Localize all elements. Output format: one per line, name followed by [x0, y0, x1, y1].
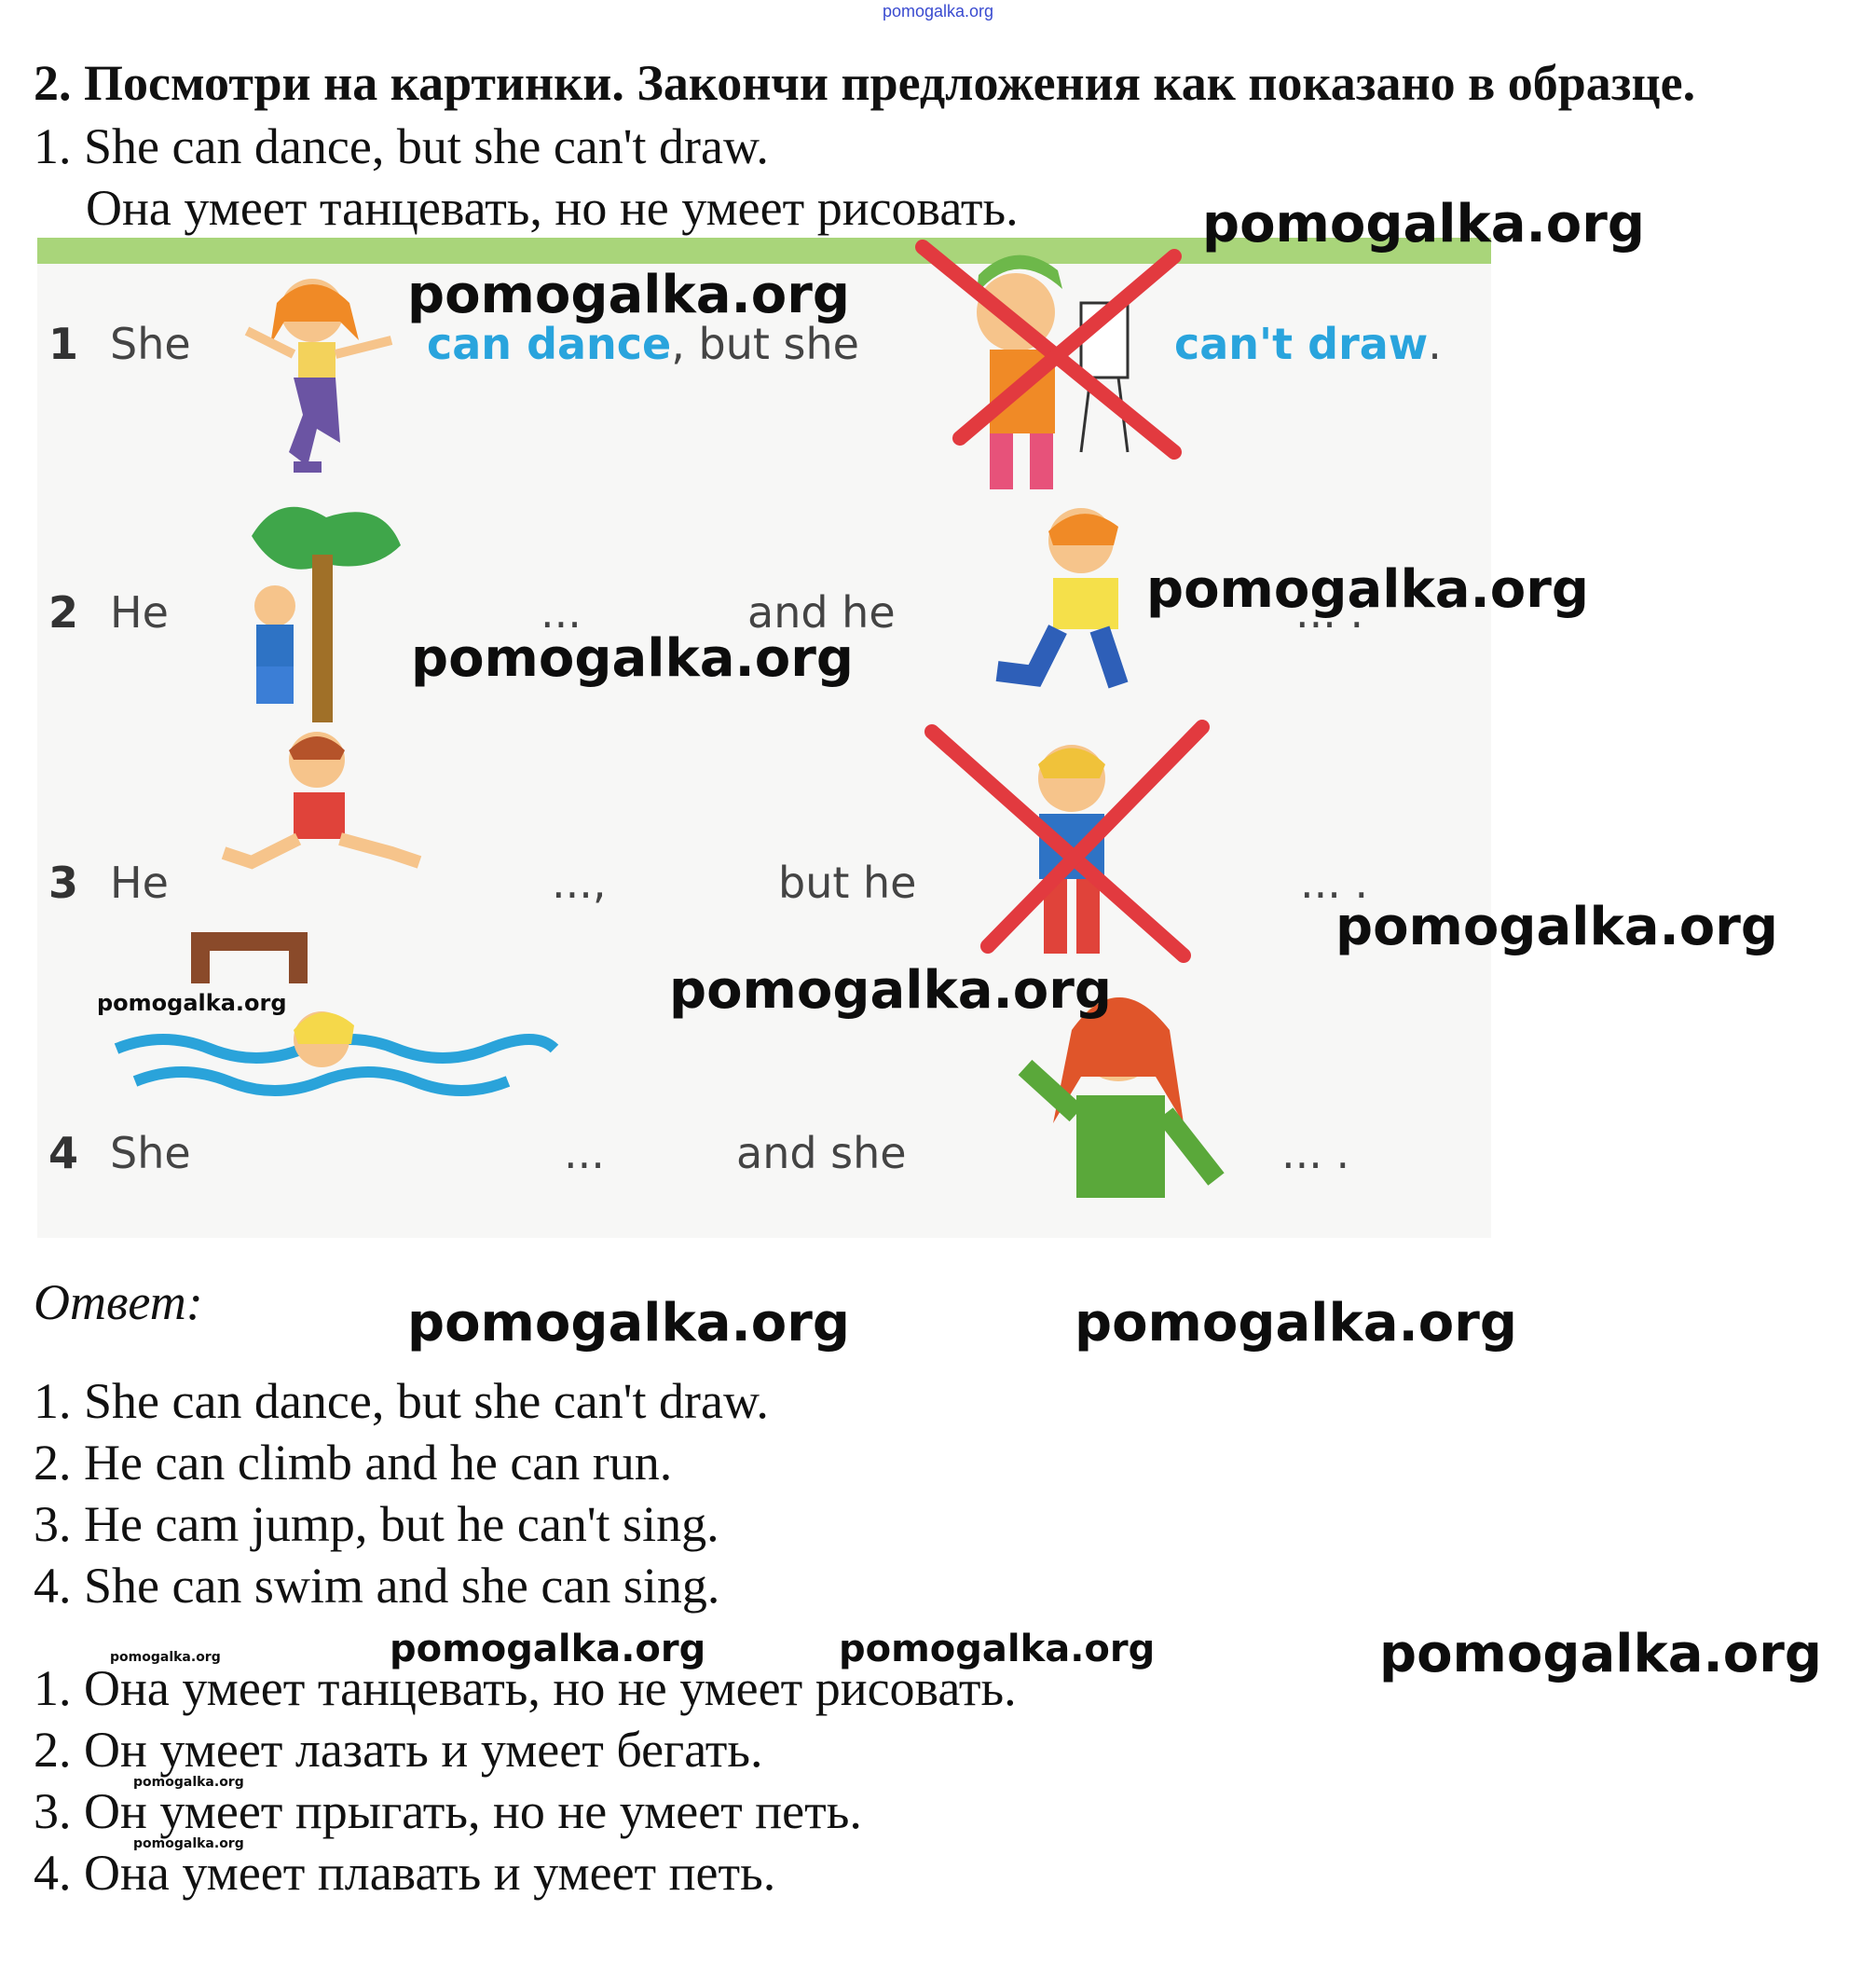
example-russian: Она умеет танцевать, но не умеет рисоват…: [86, 180, 1019, 236]
watermark-4: pomogalka.org: [411, 628, 854, 689]
green-header-bar: [37, 238, 1491, 264]
watermark-2: pomogalka.org: [407, 265, 850, 325]
answer-ru-2: 2. Он умеет лазать и умеет бегать.: [34, 1722, 763, 1778]
row-4-blank-1: ...: [564, 1128, 605, 1178]
watermark-10: pomogalka.org: [390, 1628, 706, 1670]
row-2-connector: and he: [747, 587, 896, 638]
row-3-connector: but he: [778, 858, 917, 908]
running-boy-figure: [995, 508, 1129, 689]
watermark-14: pomogalka.org: [133, 1775, 244, 1790]
row-2-subject: He: [110, 587, 169, 638]
row-2-number: 2: [48, 587, 79, 638]
singing-boy-crossed-figure: [924, 720, 1210, 963]
answer-ru-3: 3. Он умеет прыгать, но не умеет петь.: [34, 1783, 862, 1839]
exercise-heading: 2. Посмотри на картинки. Закончи предлож…: [34, 55, 1696, 111]
watermark-11: pomogalka.org: [839, 1628, 1156, 1670]
row-4-connector: and she: [736, 1128, 907, 1178]
dancing-girl-figure: [244, 279, 393, 473]
answer-en-4: 4. She can swim and she can sing.: [34, 1558, 720, 1614]
answer-ru-1: 1. Она умеет танцевать, но не умеет рисо…: [34, 1660, 1017, 1716]
watermark-7: pomogalka.org: [97, 990, 287, 1016]
row-2-blank-2: ... .: [1295, 587, 1364, 638]
watermark-15: pomogalka.org: [133, 1836, 244, 1851]
watermark-12: pomogalka.org: [1379, 1624, 1822, 1684]
row-4-subject: She: [110, 1128, 191, 1178]
row-3-blank-1: ...,: [552, 858, 607, 908]
answer-en-2: 2. He can climb and he can run.: [34, 1435, 673, 1491]
answer-en-3: 3. He cam jump, but he can't sing.: [34, 1496, 719, 1552]
answer-label: Ответ:: [34, 1274, 203, 1330]
row-3-blank-2: ... .: [1300, 858, 1369, 908]
row-1-answer-part2: can't draw.: [1174, 319, 1442, 369]
watermark-5: pomogalka.org: [1335, 897, 1778, 957]
watermark-1: pomogalka.org: [1202, 194, 1645, 254]
row-1-answer-part1: can dance, but she: [427, 319, 859, 369]
swimming-girl-figure: [114, 1011, 559, 1096]
answer-en-1: 1. She can dance, but she can't draw.: [34, 1373, 769, 1429]
jumping-boy-figure: [191, 732, 422, 983]
row-1-number: 1: [48, 319, 79, 369]
row-2-blank-1: ...: [541, 587, 582, 638]
drawing-girl-crossed-figure: [915, 240, 1182, 489]
row-3-subject: He: [110, 858, 169, 908]
row-3-number: 3: [48, 858, 79, 908]
textbook-picture-panel: 1 She can dance, but she can't draw. 2 H…: [37, 238, 1491, 1238]
watermark-6: pomogalka.org: [669, 960, 1112, 1021]
watermark-9: pomogalka.org: [1075, 1293, 1517, 1354]
row-4-blank-2: ... .: [1281, 1128, 1350, 1178]
singing-girl-figure: [1018, 997, 1225, 1198]
climbing-boy-figure: [252, 506, 401, 722]
top-watermark: pomogalka.org: [882, 2, 994, 21]
row-1-subject: She: [110, 319, 191, 369]
watermark-13: pomogalka.org: [110, 1650, 221, 1665]
example-english: 1. She can dance, but she can't draw.: [34, 118, 769, 174]
watermark-8: pomogalka.org: [407, 1293, 850, 1354]
watermark-3: pomogalka.org: [1146, 559, 1589, 620]
answer-ru-4: 4. Она умеет плавать и умеет петь.: [34, 1845, 776, 1901]
row-4-number: 4: [48, 1128, 79, 1178]
